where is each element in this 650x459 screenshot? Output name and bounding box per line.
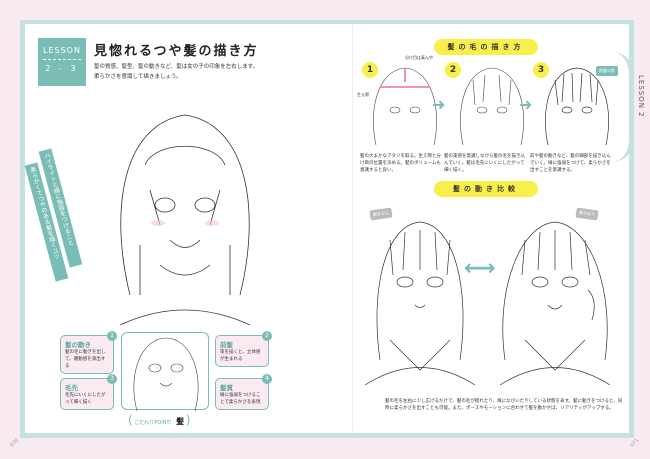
callout-hair-tips: 3 毛先 毛先にいくにしたがって細く描く	[60, 374, 117, 410]
step-description: 髪の大まかなアタリを取る。生え際と分け目の位置を決める。髪のボリュームも意識する…	[360, 154, 441, 173]
page-number-left: 070	[9, 437, 21, 449]
lead-line: 柔らかさを意識して描きましょう。	[94, 74, 182, 80]
hairline-label: 生え際	[357, 92, 369, 97]
gutter	[352, 24, 353, 433]
inset-illustration	[121, 332, 209, 412]
step-number: 2	[445, 62, 461, 78]
no-movement-illustration	[365, 221, 475, 385]
double-arrow-icon: ⟷	[464, 256, 496, 281]
main-illustration	[119, 114, 251, 325]
section-banner-hair-drawing: 髪の毛の描き方	[434, 39, 538, 55]
arrow-right-icon: ➜	[519, 95, 533, 114]
callout-title: 毛先	[65, 384, 78, 392]
lesson-word: LESSON	[43, 46, 81, 55]
step-number: 3	[533, 62, 549, 78]
movement-description: 髪の毛を左右に少し広げるだけで、髪の毛が揺れたり、風になびいたりしている状態を表…	[385, 399, 623, 411]
step-description: 前や髪の動きなど、髪の細部を描き込んでいく。線に強弱をつけて、柔らかさを出すこと…	[530, 154, 611, 173]
point-prefix: こだわりPOINT!	[134, 420, 172, 426]
point-label: ( こだわりPOINT! 髪 )	[128, 413, 190, 427]
callout-title: 前髪	[220, 341, 233, 349]
callout-number: 3	[107, 374, 117, 384]
side-tab	[612, 52, 634, 162]
callout-bangs: 2 前髪 束を描くと、立体感が生まれる	[215, 331, 272, 367]
flyaway-tag: 前髪の影	[596, 66, 618, 76]
lead-line: 髪の質感、髪型、髪の動きなど、髪は女の子の印象を左右します。	[94, 64, 259, 70]
lesson-number: 2 - 3	[45, 64, 79, 73]
section-banner-movement: 髪の動き比較	[434, 181, 538, 197]
callout-body: 線に強弱をつけることで柔らかさを表現	[220, 393, 261, 405]
step1-illustration	[373, 67, 437, 145]
inset-face-drawing	[133, 337, 199, 412]
arrow-right-icon: ➜	[432, 95, 446, 114]
lesson-rule	[43, 59, 81, 60]
movement-illustration	[500, 221, 610, 385]
lead-text: 髪の質感、髪型、髪の動きなど、髪は女の子の印象を左右します。 柔らかさを意識して…	[94, 62, 258, 82]
right-paren-icon: )	[185, 413, 191, 427]
parting-label: 分け目は真ん中	[405, 55, 433, 60]
lesson-badge: LESSON 2 - 3	[38, 38, 86, 86]
step-description: 髪の束感を意識しながら髪の毛を描き込んでいく。髪は毛先にいくにしたがって細く描く…	[444, 154, 525, 173]
callout-number: 2	[262, 331, 272, 341]
callout-hair-texture: 4 髪質 線に強弱をつけることで柔らかさを表現	[215, 374, 272, 410]
page-title: 見惚れるつや髪の描き方	[94, 44, 259, 59]
step3-illustration	[545, 67, 609, 145]
page-number-right: 071	[629, 437, 641, 449]
callout-body: 髪の毛に動きを出して、躍動感を演出する	[65, 350, 106, 369]
callout-body: 毛先にいくにしたがって細く描く	[65, 393, 106, 405]
callout-number: 1	[107, 331, 117, 341]
left-paren-icon: (	[128, 413, 133, 427]
step2-illustration	[460, 67, 524, 145]
callout-number: 4	[262, 374, 272, 384]
callout-title: 髪質	[220, 384, 233, 392]
point-subject: 髪	[176, 417, 185, 426]
side-tab-label: LESSON 2	[637, 75, 645, 118]
callout-title: 髪の動き	[65, 341, 91, 349]
step-number: 1	[362, 62, 378, 78]
callout-hair-movement: 1 髪の動き 髪の毛に動きを出して、躍動感を演出する	[60, 331, 117, 374]
callout-body: 束を描くと、立体感が生まれる	[220, 350, 261, 362]
